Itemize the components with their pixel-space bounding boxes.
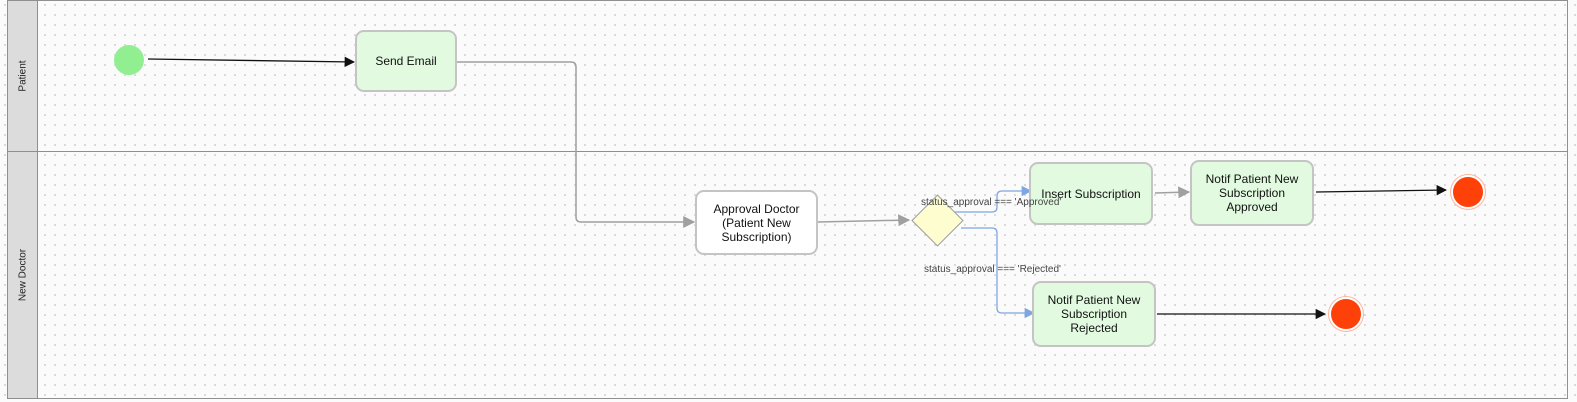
edge-approval-to-gateway[interactable] xyxy=(817,214,911,227)
task-notif-rejected[interactable]: Notif Patient New Subscription Rejected xyxy=(1032,281,1156,347)
edge-start-to-send-email[interactable] xyxy=(147,56,356,68)
edge-gateway-to-rejected[interactable] xyxy=(961,227,1036,319)
task-notif-approved-label: Notif Patient New Subscription Approved xyxy=(1205,172,1299,214)
task-insert-subscription-label: Insert Subscription xyxy=(1041,186,1141,201)
edge-label-approved: status_approval === 'Approved' xyxy=(921,197,1062,208)
task-approval-doctor-label: Approval Doctor (Patient New Subscriptio… xyxy=(713,201,800,244)
task-send-email[interactable]: Send Email xyxy=(355,30,457,92)
task-approval-doctor[interactable]: Approval Doctor (Patient New Subscriptio… xyxy=(695,190,818,255)
edge-gateway-to-insert[interactable] xyxy=(949,185,1033,213)
task-notif-approved[interactable]: Notif Patient New Subscription Approved xyxy=(1190,160,1314,226)
edge-insert-to-notif-approved[interactable] xyxy=(1154,186,1191,199)
lane-header-new-doctor: New Doctor xyxy=(8,152,38,398)
lane-new-doctor[interactable]: New Doctor xyxy=(7,151,1568,399)
task-notif-rejected-label: Notif Patient New Subscription Rejected xyxy=(1047,293,1141,335)
lane-header-patient: Patient xyxy=(8,1,38,151)
task-send-email-label: Send Email xyxy=(375,54,437,68)
edge-label-rejected: status_approval === 'Rejected' xyxy=(924,264,1061,275)
task-insert-subscription[interactable]: Insert Subscription xyxy=(1029,162,1153,225)
start-event[interactable] xyxy=(114,45,144,75)
edge-approved-to-end[interactable] xyxy=(1315,184,1448,196)
end-event-approved[interactable] xyxy=(1451,175,1485,209)
end-event-rejected[interactable] xyxy=(1329,297,1363,331)
edge-send-email-to-approval[interactable] xyxy=(457,61,696,228)
